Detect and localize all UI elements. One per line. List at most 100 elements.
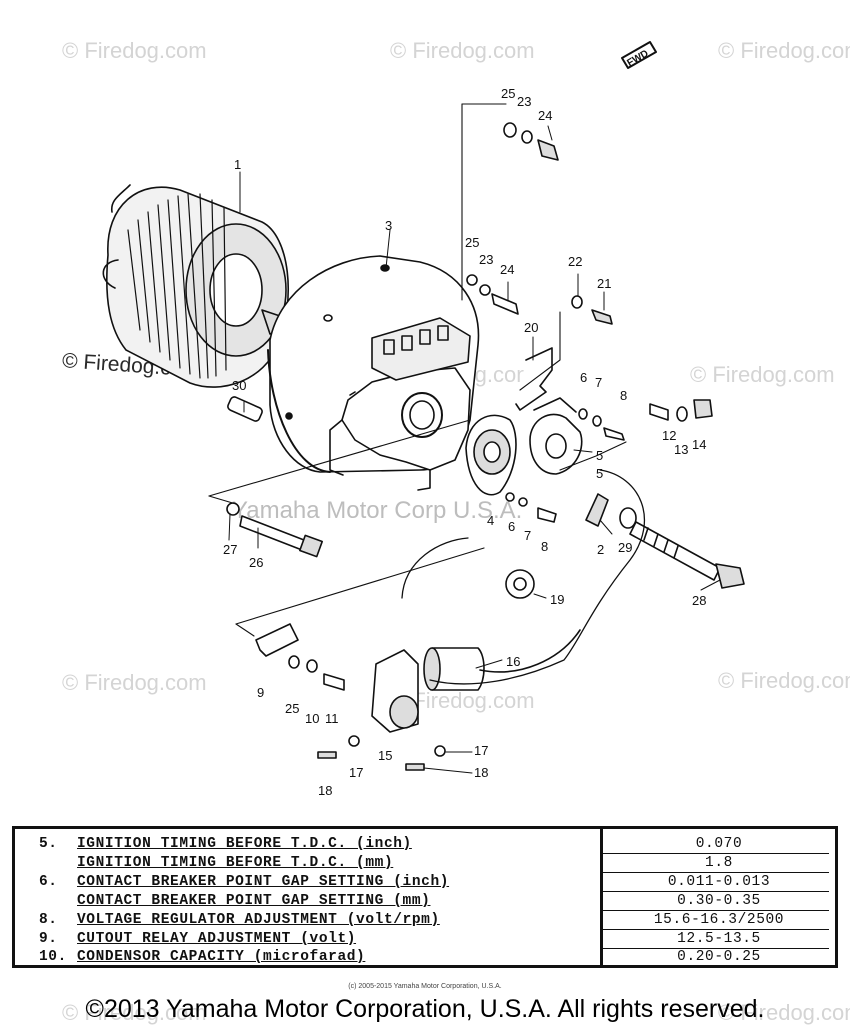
callout-label: 2 bbox=[597, 542, 604, 557]
callout-label: 23 bbox=[517, 94, 531, 109]
contact-breaker bbox=[529, 397, 583, 475]
cutout-relay bbox=[371, 649, 419, 733]
row-rule bbox=[603, 853, 829, 854]
row-value: 12.5-13.5 bbox=[677, 931, 761, 947]
callout-label: 15 bbox=[378, 748, 392, 763]
row-label: VOLTAGE REGULATOR ADJUSTMENT (volt/rpm) bbox=[77, 912, 440, 928]
row-rule bbox=[603, 910, 829, 911]
callout-label: 22 bbox=[568, 254, 582, 269]
row-label: CUTOUT RELAY ADJUSTMENT (volt) bbox=[77, 931, 357, 947]
watermark: © Firedog.com bbox=[62, 38, 207, 63]
screw-6-7-8-upper bbox=[578, 408, 625, 441]
regulator-block bbox=[371, 317, 471, 381]
callout-label: 25 bbox=[285, 701, 299, 716]
screw-21-22 bbox=[571, 295, 613, 325]
callout-label: 17 bbox=[474, 743, 488, 758]
callout-label: 25 bbox=[465, 235, 479, 250]
small-screws bbox=[317, 735, 446, 771]
callout-label: 24 bbox=[538, 108, 552, 123]
callout-label: 18 bbox=[474, 765, 488, 780]
wire-harness bbox=[401, 469, 646, 685]
row-number: 9. bbox=[39, 931, 58, 947]
row-value: 15.6-16.3/2500 bbox=[653, 912, 785, 928]
callout-label: 3 bbox=[385, 218, 392, 233]
row-value: 0.20-0.25 bbox=[677, 949, 761, 965]
callout-label: 4 bbox=[487, 513, 494, 528]
backing-plate bbox=[329, 367, 471, 491]
table-row: 5. IGNITION TIMING BEFORE T.D.C. (inch) … bbox=[15, 835, 835, 854]
table-row: 8. VOLTAGE REGULATOR ADJUSTMENT (volt/rp… bbox=[15, 911, 835, 930]
watermark: © Firedog.com bbox=[690, 362, 835, 387]
row-number: 5. bbox=[39, 836, 58, 852]
callout-label: 9 bbox=[257, 685, 264, 700]
callout-label: 24 bbox=[500, 262, 514, 277]
row-number: 6. bbox=[39, 874, 58, 890]
watermark: © Firedog.com bbox=[62, 670, 207, 695]
watermark-overlay: Yamaha Motor Corp U.S.A. bbox=[232, 497, 523, 524]
callout-label: 23 bbox=[479, 252, 493, 267]
grommet bbox=[505, 569, 535, 599]
callout-label: 6 bbox=[580, 370, 587, 385]
callout-label: 20 bbox=[524, 320, 538, 335]
row-number: 8. bbox=[39, 912, 58, 928]
row-value: 0.011-0.013 bbox=[667, 874, 771, 890]
row-rule bbox=[603, 929, 829, 930]
row-label: IGNITION TIMING BEFORE T.D.C. (mm) bbox=[77, 855, 394, 871]
cam-felt bbox=[585, 493, 609, 527]
callout-label: 5 bbox=[596, 448, 603, 463]
copyright-notice: ©2013 Yamaha Motor Corporation, U.S.A. A… bbox=[85, 995, 765, 1023]
pin bbox=[227, 396, 263, 422]
table-row: CONTACT BREAKER POINT GAP SETTING (mm) 0… bbox=[15, 892, 835, 911]
row-label: CONTACT BREAKER POINT GAP SETTING (inch) bbox=[77, 874, 450, 890]
row-number: 10. bbox=[39, 949, 67, 965]
callout-label: 6 bbox=[508, 519, 515, 534]
table-row: 10. CONDENSOR CAPACITY (microfarad) 0.20… bbox=[15, 948, 835, 967]
callout-label: 7 bbox=[595, 375, 602, 390]
callout-label: 29 bbox=[618, 540, 632, 555]
callout-label: 7 bbox=[524, 528, 531, 543]
callout-label: 18 bbox=[318, 783, 332, 798]
callout-label: 30 bbox=[232, 378, 246, 393]
breaker-base bbox=[465, 414, 517, 496]
screw-12-13-14 bbox=[649, 399, 713, 422]
watermark: © Firedog.com bbox=[718, 1000, 850, 1025]
callout-label: 28 bbox=[692, 593, 706, 608]
callout-label: 11 bbox=[325, 711, 339, 726]
callout-label: 8 bbox=[541, 539, 548, 554]
watermark: © Firedog.com bbox=[62, 1000, 207, 1025]
callout-label: 17 bbox=[349, 765, 363, 780]
row-value: 1.8 bbox=[705, 855, 733, 871]
mount-bracket bbox=[255, 623, 299, 657]
mid-screw-set bbox=[466, 274, 519, 315]
callout-label: 16 bbox=[506, 654, 520, 669]
copyright-small: (c) 2005-2015 Yamaha Motor Corporation, … bbox=[348, 983, 502, 990]
callout-label: 12 bbox=[662, 428, 676, 443]
front-direction-label: FWD bbox=[625, 48, 650, 69]
callout-label: 19 bbox=[550, 592, 564, 607]
watermark: © Firedog.com bbox=[390, 38, 535, 63]
row-value: 0.070 bbox=[695, 836, 743, 852]
row-rule bbox=[603, 948, 829, 949]
row-rule bbox=[603, 872, 829, 873]
callout-label: 26 bbox=[249, 555, 263, 570]
callout-label: 21 bbox=[597, 276, 611, 291]
exploded-diagram: 1 2 3 4 5 5 6 6 7 7 8 8 9 10 11 12 13 14… bbox=[102, 41, 745, 798]
callout-label: 25 bbox=[501, 86, 515, 101]
lower-hardware bbox=[288, 655, 345, 691]
callout-label: 8 bbox=[620, 388, 627, 403]
callout-label: 13 bbox=[674, 442, 688, 457]
specification-table: 5. IGNITION TIMING BEFORE T.D.C. (inch) … bbox=[12, 826, 838, 968]
callout-label: 14 bbox=[692, 437, 706, 452]
row-value: 0.30-0.35 bbox=[677, 893, 761, 909]
watermark: © Firedog.com bbox=[718, 668, 850, 693]
row-label: CONTACT BREAKER POINT GAP SETTING (mm) bbox=[77, 893, 431, 909]
callout-label: 5 bbox=[596, 466, 603, 481]
condenser bbox=[423, 629, 581, 691]
table-row: 9. CUTOUT RELAY ADJUSTMENT (volt) 12.5-1… bbox=[15, 930, 835, 949]
table-divider bbox=[600, 829, 603, 965]
table-row: 6. CONTACT BREAKER POINT GAP SETTING (in… bbox=[15, 873, 835, 892]
row-rule bbox=[603, 891, 829, 892]
callout-label: 27 bbox=[223, 542, 237, 557]
top-screw-set bbox=[503, 122, 559, 161]
